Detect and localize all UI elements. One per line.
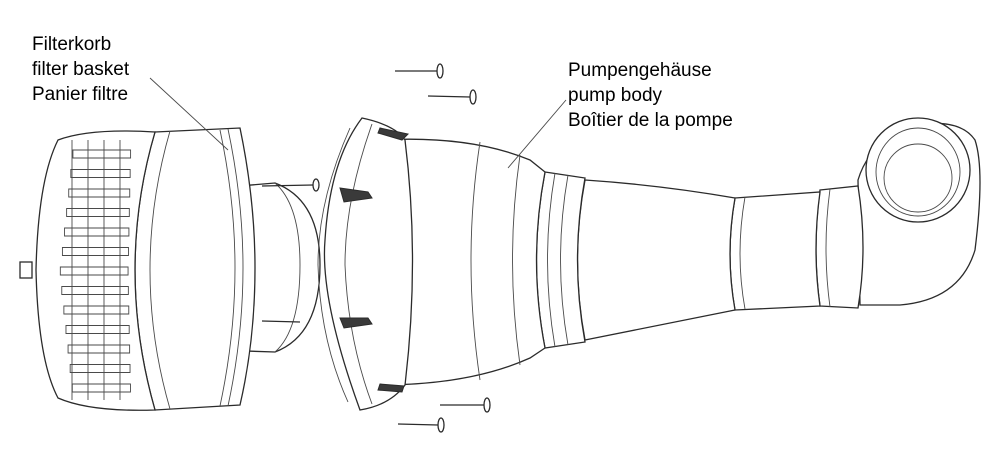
filter-basket-label-en: filter basket: [32, 59, 130, 80]
filter-basket-leader-line: [149, 77, 229, 151]
filter-basket-band: [134, 127, 256, 411]
outlet-opening: [865, 117, 971, 223]
filter-slot: [61, 247, 129, 256]
pump-body-part: [317, 117, 981, 411]
filter-basket-slotted-cap: [35, 130, 156, 411]
pump-body-leader-line: [507, 99, 567, 169]
filter-slot: [61, 286, 129, 295]
filter-slot: [65, 325, 130, 334]
screw-group-top: [395, 63, 477, 105]
screw-group-bottom: [397, 397, 491, 433]
filter-slot: [64, 227, 130, 237]
pump-body-label-en: pump body: [568, 85, 663, 106]
filter-slot: [68, 188, 131, 198]
pump-body-label: Pumpengehäuse pump body Boîtier de la po…: [568, 58, 733, 133]
filter-slot: [59, 266, 129, 276]
outlet-collar: [815, 185, 864, 309]
filter-basket-latch: [19, 261, 33, 279]
filter-slot: [72, 149, 132, 159]
filter-basket-label-fr: Panier filtre: [32, 84, 129, 105]
flange-tab-bottom: [377, 383, 405, 393]
pump-body-label-de: Pumpengehäuse: [568, 60, 712, 81]
filter-slot: [70, 169, 131, 178]
filter-basket-slots: [59, 140, 132, 400]
outlet-tube: [729, 191, 821, 311]
pump-body-label-fr: Boîtier de la pompe: [568, 110, 733, 131]
filter-slot: [67, 344, 131, 354]
pump-flange: [323, 117, 414, 411]
filter-basket-label: Filterkorb filter basket Panier filtre: [32, 32, 129, 107]
filter-slot: [69, 364, 131, 373]
filter-basket-part: [19, 127, 321, 411]
flange-tab-top: [377, 127, 410, 141]
flange-tab-lower: [339, 317, 373, 329]
filter-slot: [66, 208, 130, 217]
pump-taper: [576, 179, 736, 341]
flange-tab-upper: [339, 187, 373, 203]
filter-basket-label-de: Filterkorb: [32, 34, 112, 55]
screw-group-left: [261, 178, 320, 323]
filter-slot: [63, 305, 130, 315]
